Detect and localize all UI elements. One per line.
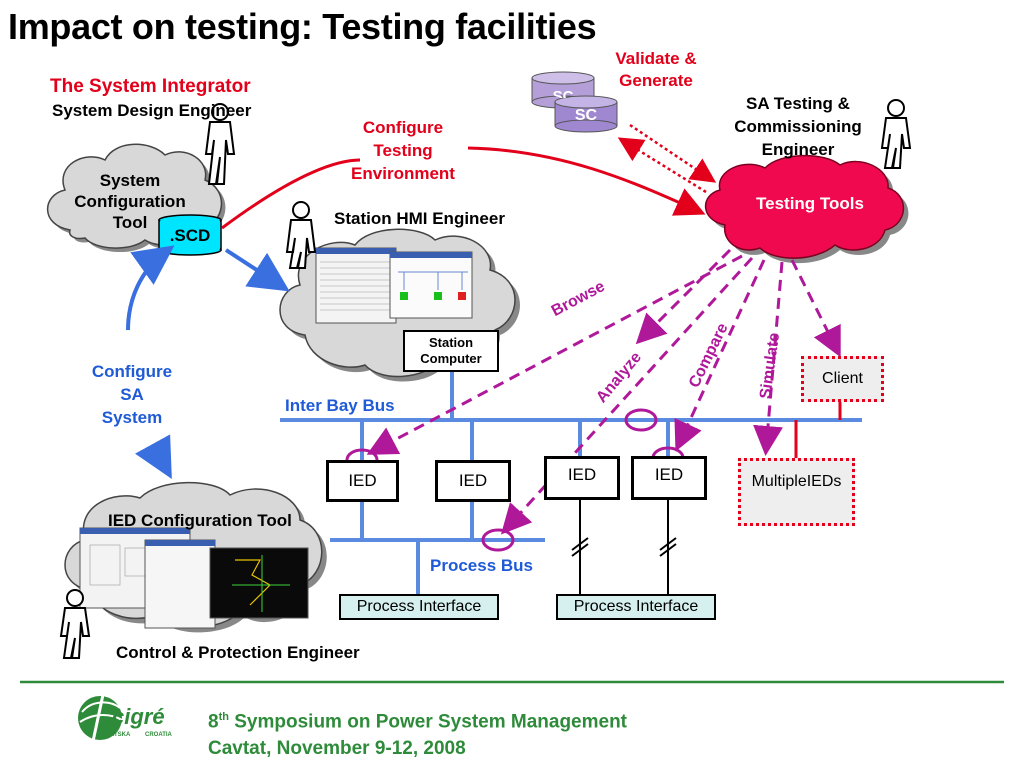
footer-line2: Cavtat, November 9-12, 2008 (208, 738, 466, 759)
station-computer-box: Station Computer (403, 330, 499, 372)
sc-back-label: SC (552, 88, 574, 98)
sa-testing-line1: SA Testing & (746, 94, 850, 113)
footer-symposium: Symposium on Power System Management (228, 711, 628, 733)
configure-env-line3: Environment (351, 164, 455, 183)
process-bus-label: Process Bus (430, 556, 533, 575)
sct-line2: Configuration (74, 192, 186, 211)
sa-testing-line2: Commissioning (734, 117, 862, 136)
cp-person-icon (59, 589, 91, 659)
sct-line1: System (99, 171, 161, 190)
sa-testing-person-icon (880, 99, 912, 169)
validate-line1: Validate & (615, 49, 697, 68)
station-computer-line2: Computer (420, 351, 482, 366)
cigre-logo-mark (78, 689, 123, 747)
to-inter-bay-arrow (635, 248, 732, 345)
ied-box-2: IED (435, 460, 511, 502)
client-arrow (790, 259, 841, 358)
compare-arrow (674, 259, 766, 452)
ied-box-3: IED (544, 456, 620, 500)
footer-ordinal-sup: th (218, 711, 229, 723)
sct-line3: Tool (112, 213, 148, 232)
ied-box-4: IED (631, 456, 707, 500)
validate-label: Validate & Generate (598, 48, 714, 92)
integrator-subheading: System Design Engineer (52, 101, 252, 120)
configure-env-label: Configure Testing Environment (338, 116, 468, 185)
configure-sa-line1: Configure (91, 362, 173, 381)
sa-testing-label: SA Testing & Commissioning Engineer (720, 92, 876, 161)
scd-file-cylinder (158, 214, 222, 256)
footer-line1: 8th Symposium on Power System Management (208, 711, 627, 733)
hmi-person-icon (285, 201, 317, 269)
process-interface-1: Process Interface (339, 594, 499, 620)
configure-sa-down-arrow (135, 434, 172, 480)
hmi-engineer-label: Station HMI Engineer (334, 209, 505, 228)
configure-sa-label: Configure SA System (76, 360, 188, 429)
client-box: Client (801, 356, 884, 402)
logo-left-small: HRVATSKA (98, 732, 131, 738)
ied-box-1: IED (326, 460, 399, 502)
validate-line2: Generate (619, 71, 693, 90)
page-title: Impact on testing: Testing facilities (8, 6, 597, 47)
inter-bay-tap (624, 408, 658, 432)
configure-sa-line2: SA (120, 385, 144, 404)
ied-config-screenshot (79, 527, 309, 629)
testing-tools-cloud (704, 154, 909, 264)
sc-file-cylinders (531, 71, 618, 133)
hmi-screenshot (315, 247, 473, 324)
configure-env-line2: Testing (373, 141, 433, 160)
integrator-heading: The System Integrator (50, 76, 251, 97)
simulate-arrow (753, 261, 784, 456)
logo-word: cigré (112, 704, 165, 729)
footer-ordinal: 8 (208, 711, 219, 733)
logo-right-small: CROATIA (145, 732, 172, 738)
scd-label: .SCD (169, 226, 211, 245)
configure-env-curve (221, 146, 700, 228)
multiple-ieds-box: MultipleIEDs (738, 458, 855, 526)
sa-testing-line3: Engineer (761, 140, 835, 159)
integrator-person-icon (204, 103, 236, 185)
configure-env-line1: Configure (362, 118, 444, 137)
browse-arrow (366, 254, 743, 455)
configure-sa-line3: System (101, 408, 163, 427)
analyze-arrow (500, 256, 754, 535)
sc-front-label: SC (574, 107, 598, 124)
sct-label: System Configuration Tool (60, 170, 200, 233)
sc-to-testing-arrow (629, 123, 717, 183)
inter-bay-bus-label: Inter Bay Bus (285, 396, 395, 415)
ied-config-tool-label: IED Configuration Tool (108, 511, 292, 530)
configure-sa-up-arrow (126, 245, 175, 331)
testing-tools-label: Testing Tools (756, 194, 864, 213)
scd-to-hmi-arrow (224, 248, 290, 292)
station-computer-line1: Station (428, 335, 474, 350)
process-bus-tap (481, 528, 515, 552)
cp-engineer-label: Control & Protection Engineer (116, 643, 360, 662)
process-interface-2: Process Interface (556, 594, 716, 620)
testing-to-sc-arrow (617, 137, 707, 194)
